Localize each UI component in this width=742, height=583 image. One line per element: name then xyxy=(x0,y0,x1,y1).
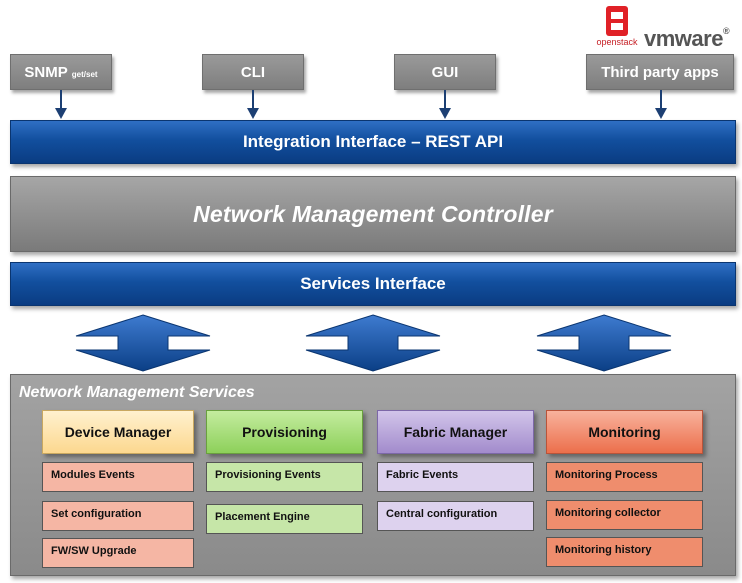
double-arrow-left xyxy=(75,314,211,372)
device-manager-header[interactable]: Device Manager xyxy=(42,410,194,454)
snmp-down-arrow xyxy=(55,90,67,119)
openstack-wordmark: openstack xyxy=(596,37,638,47)
monitoring-item[interactable]: Monitoring collector xyxy=(546,500,703,530)
fabric-manager-item[interactable]: Central configuration xyxy=(377,501,534,531)
gui-client-box[interactable]: GUI xyxy=(394,54,496,90)
third-party-down-arrow xyxy=(655,90,667,119)
cli-client-box[interactable]: CLI xyxy=(202,54,304,90)
gui-label: GUI xyxy=(431,63,459,81)
device-manager-item[interactable]: FW/SW Upgrade xyxy=(42,538,194,568)
device-manager-item[interactable]: Modules Events xyxy=(42,462,194,492)
monitoring-item[interactable]: Monitoring Process xyxy=(546,462,703,492)
openstack-logo: openstack xyxy=(594,4,640,52)
vmware-wordmark: vmware xyxy=(644,26,723,51)
services-title: Network Management Services xyxy=(19,384,255,401)
cli-down-arrow xyxy=(247,90,259,119)
controller-bar: Network Management Controller xyxy=(10,176,736,252)
services-interface-bar: Services Interface xyxy=(10,262,736,306)
device-manager-item[interactable]: Set configuration xyxy=(42,501,194,531)
third-party-label: Third party apps xyxy=(601,63,719,81)
third-party-client-box[interactable]: Third party apps xyxy=(586,54,734,90)
integration-interface-bar: Integration Interface – REST API xyxy=(10,120,736,164)
integration-interface-label: Integration Interface – REST API xyxy=(242,132,504,151)
provisioning-item[interactable]: Placement Engine xyxy=(206,504,363,534)
double-arrow-center xyxy=(305,314,441,372)
monitoring-item[interactable]: Monitoring history xyxy=(546,537,703,567)
snmp-client-box[interactable]: SNMP get/set xyxy=(10,54,112,90)
provisioning-item[interactable]: Provisioning Events xyxy=(206,462,363,492)
controller-label: Network Management Controller xyxy=(193,200,553,227)
fabric-manager-item[interactable]: Fabric Events xyxy=(377,462,534,492)
vmware-logo: vmware® xyxy=(644,26,730,51)
services-interface-label: Services Interface xyxy=(300,274,446,293)
fabric-manager-header[interactable]: Fabric Manager xyxy=(377,410,534,454)
cli-label: CLI xyxy=(240,63,266,81)
provisioning-header[interactable]: Provisioning xyxy=(206,410,363,454)
gui-down-arrow xyxy=(439,90,451,119)
double-arrow-right xyxy=(536,314,672,372)
snmp-sub-label: get/set xyxy=(71,69,98,79)
monitoring-header[interactable]: Monitoring xyxy=(546,410,703,454)
snmp-label: SNMP xyxy=(24,63,68,81)
